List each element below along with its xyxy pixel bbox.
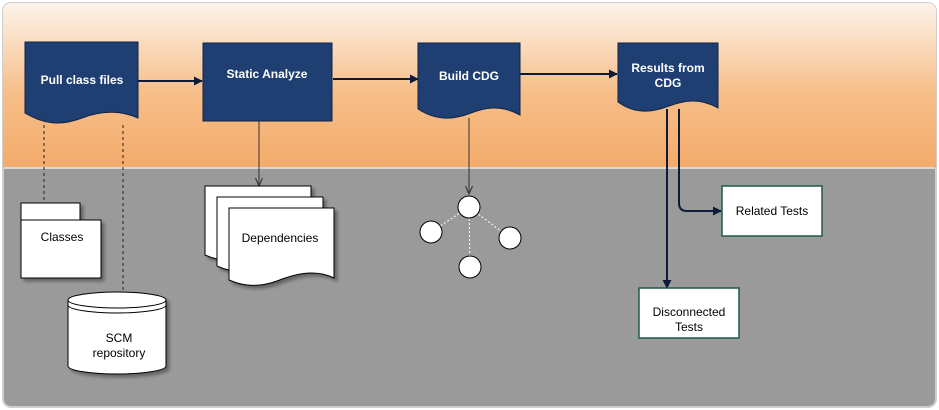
folder-tab [20,202,81,221]
scm-label-line2: repository [93,346,146,360]
build-cdg-label: Build CDG [439,69,499,83]
dependencies-documents [204,185,335,286]
scm-label-line1: SCM [106,331,133,345]
results-label-line2: CDG [655,76,682,90]
process-static-analyze: Static Analyze [202,42,333,122]
process-shape [417,42,521,119]
process-results-from-cdg: Results from CDG [617,42,719,112]
graph-node [457,195,481,219]
pull-class-files-label: Pull class files [41,73,124,87]
output-box [638,287,740,339]
classes-label: Classes [41,230,84,244]
related-tests-label: Related Tests [736,204,809,218]
document-page-front [228,207,335,286]
disconnected-label-line2: Tests [675,320,703,334]
process-shape [617,42,719,112]
graph-node [458,255,482,279]
graph-node [498,226,522,250]
process-pull-class-files: Pull class files [24,41,139,124]
classes-folder [20,202,102,279]
folder-body [20,219,102,279]
arrow-results-to-related [678,109,722,216]
dependencies-label: Dependencies [242,231,319,245]
cylinder-top [67,291,167,309]
dependency-graph [419,195,522,279]
results-label-line1: Results from [631,61,704,75]
cylinder-rim [67,304,167,314]
cylinder-body [67,300,167,375]
output-box [721,185,823,237]
process-build-cdg: Build CDG [417,42,521,119]
static-analyze-label: Static Analyze [227,67,308,81]
process-shape [202,42,333,122]
process-shape [24,41,139,124]
related-tests-box: Related Tests [721,185,823,237]
graph-node [419,220,443,244]
disconnected-tests-box: Disconnected Tests [638,287,740,339]
disconnected-label-line1: Disconnected [653,305,726,319]
scm-repository-cylinder [67,291,167,375]
